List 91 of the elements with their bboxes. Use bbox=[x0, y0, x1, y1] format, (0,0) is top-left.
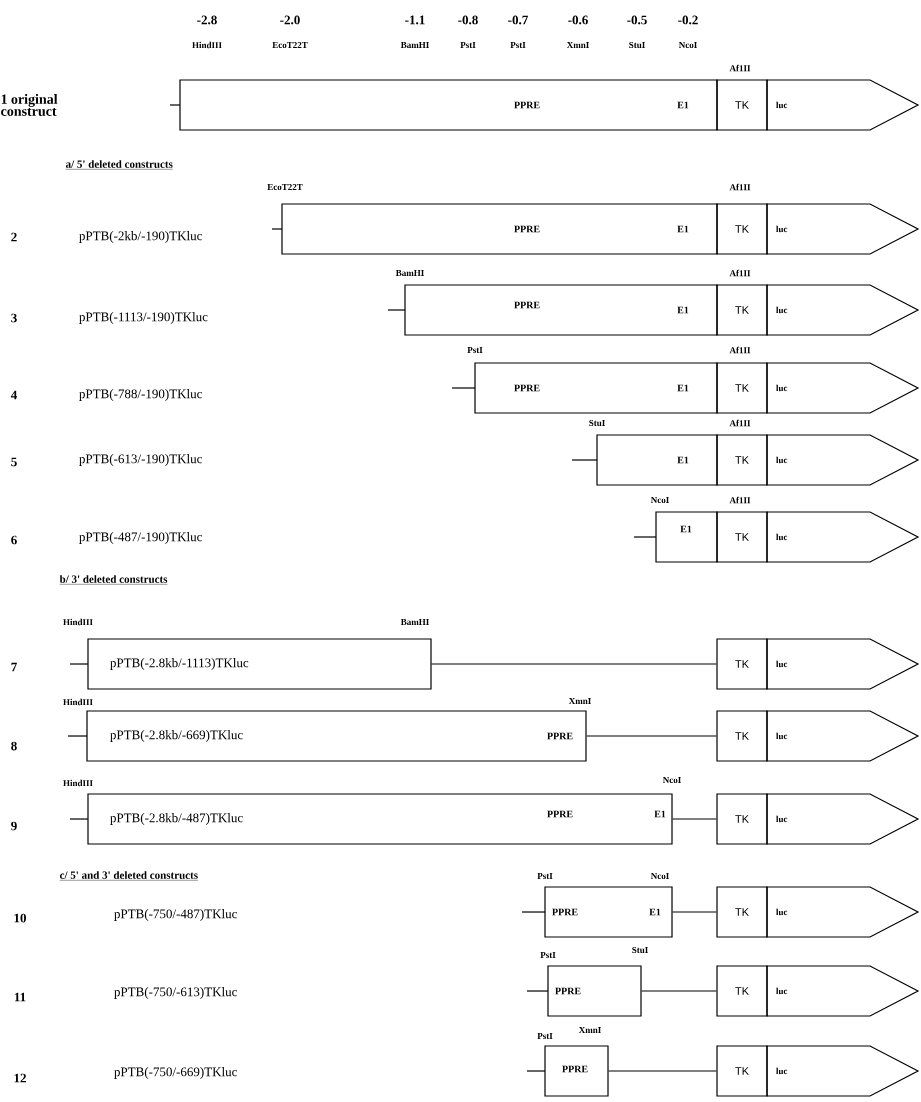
site-label: NcoI bbox=[678, 42, 697, 48]
scale-number: -0.5 bbox=[627, 15, 647, 25]
tk-box: TK bbox=[716, 434, 768, 486]
tk-box: TK bbox=[716, 511, 768, 563]
construct-label: 1 original construct bbox=[1, 94, 58, 116]
promoter-box: E1 bbox=[596, 434, 718, 486]
scale-number: -2.8 bbox=[197, 15, 217, 25]
scale-number: -0.6 bbox=[568, 15, 588, 25]
row-number: 2 bbox=[11, 232, 17, 242]
scale-number: -2.0 bbox=[280, 15, 300, 25]
construct-name: pPTB(-750/-613)TKluc bbox=[114, 987, 237, 999]
site-label: EcoT22T bbox=[267, 184, 303, 191]
section-heading: c/ 5' and 3' deleted constructs bbox=[59, 871, 199, 881]
site-label: StuI bbox=[589, 419, 605, 427]
row-number: 6 bbox=[11, 535, 17, 545]
site-label: PstI bbox=[540, 952, 556, 958]
row-number: 9 bbox=[11, 821, 17, 831]
site-label: StuI bbox=[629, 41, 645, 49]
site-label: BamHI bbox=[400, 42, 429, 48]
tk-box: TK bbox=[716, 886, 768, 938]
scale-number: -0.2 bbox=[678, 15, 698, 25]
promoter-box: pPTB(-2.8kb/-669)TKluc PPRE bbox=[86, 710, 587, 762]
promoter-box: pPTB(-2.8kb/-487)TKluc PPRE E1 bbox=[87, 793, 673, 845]
row-number: 12 bbox=[14, 1073, 26, 1083]
row-number: 7 bbox=[11, 662, 17, 672]
site-label: XmnI bbox=[566, 42, 589, 48]
site-label: Af1II bbox=[729, 269, 751, 277]
row-number: 3 bbox=[11, 313, 17, 323]
connecting-line bbox=[672, 911, 717, 913]
row-number: 10 bbox=[14, 913, 26, 923]
section-heading: b/ 3' deleted constructs bbox=[59, 575, 168, 585]
site-label: HindIII bbox=[63, 779, 93, 787]
construct-name: pPTB(-750/-669)TKluc bbox=[114, 1067, 237, 1079]
tk-box: TK bbox=[716, 1045, 768, 1097]
tk-box: TK bbox=[716, 284, 768, 336]
promoter-box: PPRE E1 bbox=[179, 79, 718, 131]
construct-name: pPTB(-1113/-190)TKluc bbox=[79, 312, 208, 324]
connecting-line bbox=[586, 735, 717, 737]
site-label: Af1II bbox=[729, 183, 751, 191]
scale-number: -0.8 bbox=[458, 15, 478, 25]
site-label: Af1II bbox=[729, 419, 751, 427]
construct-name: pPTB(-750/-487)TKluc bbox=[114, 909, 237, 921]
promoter-box: pPTB(-2.8kb/-1113)TKluc bbox=[87, 638, 432, 690]
connecting-line bbox=[431, 663, 717, 665]
site-label: PstI bbox=[460, 42, 476, 48]
promoter-box: PPRE E1 bbox=[404, 284, 718, 336]
site-label: BamHI bbox=[400, 619, 429, 625]
site-label: EcoT22T bbox=[272, 42, 308, 49]
site-label: PstI bbox=[467, 347, 483, 353]
construct-name: pPTB(-613/-190)TKluc bbox=[79, 454, 202, 466]
site-label: XmnI bbox=[578, 1027, 601, 1033]
promoter-box: E1 bbox=[655, 511, 718, 563]
tk-box: TK bbox=[716, 965, 768, 1017]
row-number: 4 bbox=[10, 390, 17, 400]
site-label: PstI bbox=[537, 1033, 553, 1039]
tk-box: TK bbox=[716, 793, 768, 845]
scale-number: -0.7 bbox=[508, 15, 528, 25]
tk-box: TK bbox=[716, 710, 768, 762]
promoter-box: PPRE bbox=[547, 965, 642, 1017]
site-label: XmnI bbox=[568, 698, 591, 704]
promoter-box: PPRE bbox=[544, 1045, 609, 1097]
row-number: 8 bbox=[11, 741, 17, 751]
site-label: PstI bbox=[510, 42, 526, 48]
connecting-line bbox=[672, 818, 717, 820]
site-label: Af1II bbox=[729, 64, 751, 72]
tk-box: TK bbox=[716, 362, 768, 414]
scale-number: -1.1 bbox=[405, 15, 425, 25]
site-label: Af1II bbox=[729, 346, 751, 354]
site-label: BamHI bbox=[395, 270, 424, 276]
row-number: 11 bbox=[14, 992, 26, 1002]
connecting-line bbox=[608, 1070, 717, 1072]
promoter-box: PPRE E1 bbox=[281, 203, 718, 255]
site-label: HindIII bbox=[192, 41, 222, 49]
promoter-box: PPRE E1 bbox=[544, 886, 673, 938]
site-label: NcoI bbox=[662, 777, 681, 783]
construct-name: pPTB(-487/-190)TKluc bbox=[79, 532, 202, 544]
connecting-line bbox=[641, 990, 717, 992]
row-number: 5 bbox=[11, 457, 17, 467]
tk-box: TK bbox=[716, 638, 768, 690]
tk-box: TK bbox=[716, 79, 768, 131]
site-label: StuI bbox=[632, 947, 648, 954]
site-label: PstI bbox=[537, 873, 553, 879]
site-label: NcoI bbox=[650, 497, 669, 503]
site-label: HindIII bbox=[63, 618, 93, 626]
construct-name: pPTB(-2kb/-190)TKluc bbox=[79, 231, 202, 243]
tk-box: TK bbox=[716, 203, 768, 255]
promoter-box: PPRE E1 bbox=[474, 362, 718, 414]
site-label: Af1II bbox=[729, 496, 751, 504]
construct-name: pPTB(-788/-190)TKluc bbox=[79, 389, 202, 401]
section-heading: a/ 5' deleted constructs bbox=[65, 160, 174, 170]
site-label: HindIII bbox=[63, 698, 93, 706]
